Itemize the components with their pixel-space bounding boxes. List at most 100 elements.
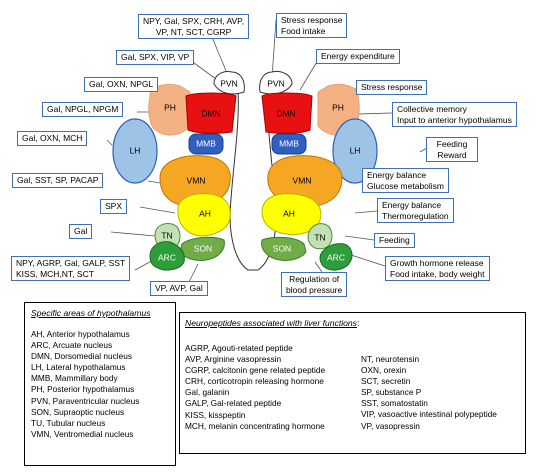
label-pvn-right: PVN <box>267 78 284 88</box>
callout-son-peptides: VP, AVP, Gal <box>150 281 208 296</box>
legend-item: LH, Lateral hypothalamus <box>31 362 126 373</box>
callout-feeding-reward: Feeding Reward <box>426 137 478 162</box>
label-tn-right: TN <box>314 232 325 242</box>
callout-gal-spx-vip: Gal, SPX, VIP, VP <box>116 50 195 65</box>
callout-line: Reward <box>437 149 467 160</box>
legend-item: AGRP, Agouti-related peptide <box>185 343 293 353</box>
legend-item: OXN, orexin <box>361 365 407 376</box>
legend-areas-title: Specific areas of hypothalamus <box>31 308 151 318</box>
callout-feeding: Feeding <box>374 233 415 248</box>
callout-line: Glucose metabolism <box>367 180 445 191</box>
callout-line: Gal, OXN, NPGL <box>89 79 154 89</box>
region-dmn-right <box>261 92 313 134</box>
callout-line: VP, NT, SCT, CGRP <box>155 26 232 37</box>
callout-gal-npgl-npgm: Gal, NPGL, NPGM <box>42 102 124 117</box>
callout-line: NPY, AGRP, Gal, GALP, SST <box>16 258 126 268</box>
callout-line: Growth hormone release <box>390 258 484 268</box>
legend-item: KISS, kisspeptin <box>185 409 246 420</box>
region-son-left <box>179 236 225 261</box>
label-mmb-left: MMB <box>196 138 216 148</box>
legend-item: MCH, melanin concentrating hormone <box>185 420 325 431</box>
legend-item: SST, somatostatin <box>361 398 428 409</box>
callout-line: Energy balance <box>382 200 442 210</box>
callout-stress-response: Stress response <box>356 80 428 95</box>
label-dmn-left: DMN <box>201 108 220 118</box>
label-mmb-right: MMB <box>279 138 299 148</box>
callout-line: Gal, SST, SP, PACAP <box>17 175 99 185</box>
label-ph-left: PH <box>164 102 176 112</box>
callout-line: Regulation of <box>289 274 340 284</box>
label-lh-left: LH <box>130 145 141 155</box>
callout-line: blood pressure <box>286 284 343 295</box>
callout-line: KISS, MCH,NT, SCT <box>16 268 94 279</box>
callout-line: Gal, NPGL, NPGM <box>47 104 119 114</box>
legend-item: VMN, Ventromedial nucleus <box>31 428 134 439</box>
legend-neuropeptides-title: Neuropeptides associated with liver func… <box>185 318 359 328</box>
legend-item: DMN, Dorsomedial nucleus <box>31 351 132 362</box>
callout-pvn-peptides: NPY, Gal, SPX, CRH, AVP, VP, NT, SCT, CG… <box>138 14 250 39</box>
legend-neuropeptides: Neuropeptides associated with liver func… <box>179 312 526 454</box>
label-ah-left: AH <box>199 208 211 218</box>
callout-energy-glucose: Energy balance Glucose metabolism <box>362 168 450 193</box>
legend-item: VIP, vasoactive intestinal polypeptide <box>361 409 497 420</box>
legend-item: NT, neurotensin <box>361 354 420 364</box>
callout-energy-thermo: Energy balance Thermoregulation <box>377 198 454 223</box>
legend-item: ARC, Arcuate nucleus <box>31 340 113 351</box>
legend-neuropeptides-title-colon: : <box>356 318 360 328</box>
region-mmb-left <box>188 133 224 155</box>
callout-gal-oxn-npgl: Gal, OXN, NPGL <box>84 77 159 92</box>
label-son-right: SON <box>273 243 291 253</box>
region-lh-left <box>112 118 158 184</box>
legend-item: CRH, corticotropin releasing hormone <box>185 376 324 387</box>
label-pvn-left: PVN <box>220 78 237 88</box>
callout-stress-food: Stress response Food intake <box>276 13 348 38</box>
legend-item: TU, Tubular nucleus <box>31 417 106 428</box>
callout-line: Thermoregulation <box>382 210 449 221</box>
callout-line: Stress response <box>361 82 423 92</box>
legend-item: GALP, Gal-related peptide <box>185 398 282 409</box>
label-arc-left: ARC <box>158 252 176 262</box>
callout-line: Collective memory <box>397 104 467 114</box>
callout-line: Gal, OXN, MCH <box>22 133 83 143</box>
callout-blood-pressure: Regulation of blood pressure <box>281 272 348 297</box>
legend-item: SON, Supraoptic nucleus <box>31 406 125 417</box>
legend-item: PVN, Paraventricular nucleus <box>31 395 140 406</box>
callout-line: SPX <box>105 201 123 211</box>
region-arc-right <box>319 243 353 271</box>
region-mmb-right <box>271 133 307 155</box>
callout-arc-peptides: NPY, AGRP, Gal, GALP, SST KISS, MCH,NT, … <box>11 256 131 281</box>
label-arc-right: ARC <box>327 252 345 262</box>
callout-line: Gal, SPX, VIP, VP <box>121 52 190 62</box>
region-ah-left <box>177 193 231 237</box>
region-arc-left <box>149 241 185 271</box>
callout-gal-oxn-mch: Gal, OXN, MCH <box>17 131 88 146</box>
legend-item: PH, Posterior hypothalamus <box>31 384 135 395</box>
legend-item: AVP, Arginine vasopressin <box>185 354 282 365</box>
hypothalamus-diagram: PVN PVN PH PH DMN DMN MMB MMB LH LH VMN … <box>106 19 428 283</box>
region-lh-right <box>332 118 378 184</box>
callout-line: NPY, Gal, SPX, CRH, AVP, <box>143 16 245 26</box>
legend-areas: Specific areas of hypothalamus AH, Anter… <box>24 302 176 466</box>
callout-growth-hormone: Growth hormone release Food intake, body… <box>385 256 490 281</box>
label-ah-right: AH <box>283 208 295 218</box>
legend-item: CGRP, calcitonin gene related peptide <box>185 365 326 376</box>
callout-line: Stress response <box>281 15 343 25</box>
callout-spx: SPX <box>100 199 128 214</box>
label-dmn-right: DMN <box>276 108 295 118</box>
legend-item: AH, Anterior hypothalamus <box>31 329 130 339</box>
callout-gal-sst-sp-pacap: Gal, SST, SP, PACAP <box>12 173 104 188</box>
region-labels: PVN PVN PH PH DMN DMN MMB MMB LH LH VMN … <box>130 78 361 262</box>
region-ph-left <box>148 83 191 136</box>
region-tn-right <box>307 223 333 250</box>
callout-line: Energy balance <box>367 170 427 180</box>
callout-collective-memory: Collective memory Input to anterior hypo… <box>392 102 517 127</box>
label-tn-left: TN <box>161 230 172 240</box>
label-lh-right: LH <box>350 145 361 155</box>
label-vmn-right: VMN <box>293 175 312 185</box>
legend-item: VP, vasopressin <box>361 420 420 431</box>
legend-item: SP, substance P <box>361 387 422 398</box>
region-dmn-left <box>185 92 237 134</box>
legend-neuropeptides-right: NT, neurotensin OXN, orexin SCT, secreti… <box>361 354 497 432</box>
region-vmn-left <box>159 155 231 207</box>
third-ventricle <box>229 89 277 271</box>
